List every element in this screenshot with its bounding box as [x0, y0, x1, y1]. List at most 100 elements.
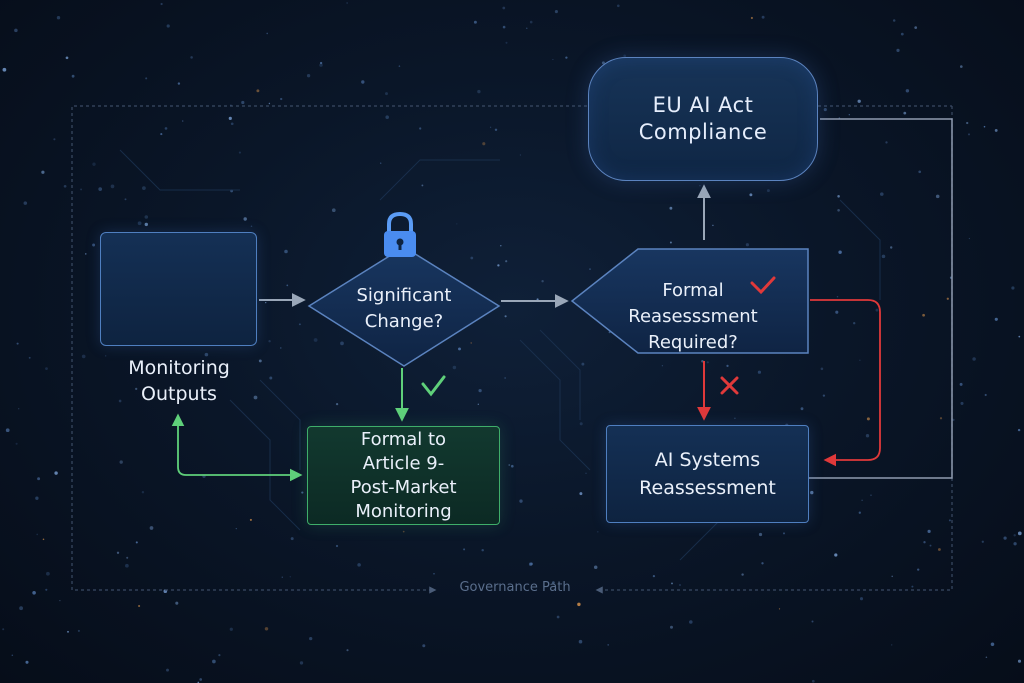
star-dot — [900, 32, 904, 36]
star-dot — [861, 499, 863, 502]
article-line-1: Formal to — [360, 428, 447, 450]
star-dot — [530, 562, 533, 566]
star-dot — [948, 519, 951, 522]
star-dot — [65, 56, 69, 60]
star-dot — [32, 591, 36, 595]
governance-loop-left — [71, 105, 587, 594]
cross-icon — [720, 376, 739, 395]
star-dot — [757, 370, 762, 374]
star-dot — [865, 434, 870, 438]
star-dot — [946, 297, 949, 300]
star-dot — [175, 601, 179, 605]
eu-node-line-1: EU AI Act — [652, 93, 754, 117]
star-dot — [966, 121, 969, 125]
star-dot — [596, 530, 599, 533]
star-dot — [2, 67, 7, 72]
star-dot — [59, 599, 61, 602]
star-dot — [422, 644, 426, 648]
star-dot — [385, 115, 389, 119]
star-dot — [124, 198, 127, 201]
star-dot — [286, 284, 289, 287]
star-dot — [81, 354, 86, 359]
star-dot — [241, 100, 245, 105]
checkmark-red-icon — [750, 276, 776, 295]
monitoring-outputs-icon-box — [100, 232, 257, 346]
star-dot — [837, 195, 840, 198]
star-dot — [866, 417, 870, 421]
star-dot — [505, 260, 508, 263]
star-dot — [903, 111, 907, 115]
star-dot — [494, 128, 498, 132]
star-dot — [761, 562, 764, 565]
star-dot — [952, 418, 955, 422]
star-dot — [984, 393, 987, 397]
star-dot — [994, 317, 998, 321]
star-dot — [766, 189, 770, 193]
star-dot — [160, 2, 163, 6]
star-dot — [470, 342, 472, 344]
star-dot — [15, 442, 18, 445]
reassess-line-2: Reassessment — [639, 477, 776, 499]
star-dot — [126, 556, 129, 559]
article-9-node: Formal to Article 9- Post-Market Monitor… — [307, 426, 500, 525]
star-dot — [164, 127, 168, 130]
star-dot — [166, 24, 170, 28]
star-dot — [669, 241, 672, 244]
star-dot — [228, 116, 232, 120]
star-dot — [750, 16, 753, 20]
star-dot — [529, 20, 533, 24]
star-dot — [885, 141, 888, 144]
star-dot — [92, 243, 96, 247]
star-dot — [18, 408, 20, 410]
star-dot — [452, 365, 457, 370]
star-dot — [782, 532, 786, 535]
star-dot — [960, 401, 964, 405]
star-dot — [357, 563, 361, 567]
star-dot — [510, 464, 514, 468]
star-dot — [421, 184, 424, 187]
star-dot — [859, 359, 861, 361]
eu-ai-act-node: EU AI Act Compliance — [588, 57, 818, 181]
star-dot — [505, 41, 508, 44]
star-dot — [994, 128, 998, 132]
star-dot — [504, 315, 507, 318]
ai-systems-reassessment-node: AI Systems Reassessment — [606, 425, 809, 523]
star-dot — [456, 223, 458, 225]
star-dot — [917, 568, 920, 571]
star-dot — [281, 576, 284, 578]
star-dot — [881, 254, 886, 259]
star-dot — [142, 186, 146, 190]
star-dot — [526, 27, 528, 29]
star-dot — [859, 597, 864, 601]
star-dot — [937, 548, 941, 551]
star-dot — [149, 526, 154, 530]
star-dot — [652, 574, 656, 578]
star-dot — [481, 548, 484, 552]
star-dot — [922, 313, 925, 317]
star-dot — [119, 460, 123, 464]
star-dot — [502, 25, 506, 29]
star-dot — [204, 352, 209, 357]
star-dot — [433, 573, 435, 575]
star-dot — [36, 533, 38, 536]
star-dot — [54, 471, 58, 475]
star-dot — [972, 357, 976, 361]
star-dot — [14, 28, 18, 33]
star-dot — [581, 362, 585, 366]
star-dot — [891, 575, 893, 578]
star-dot — [42, 538, 45, 541]
padlock-icon — [384, 211, 416, 257]
monitoring-outputs-label: Monitoring Outputs — [96, 354, 262, 408]
star-dot — [45, 588, 48, 591]
star-dot — [77, 629, 80, 632]
star-dot — [918, 170, 922, 174]
star-dot — [749, 193, 753, 197]
arrow-formal-loop-red — [810, 299, 881, 467]
significant-change-label: Significant Change? — [330, 282, 478, 336]
star-dot — [669, 206, 673, 210]
formal-reassessment-shape — [570, 248, 809, 354]
star-dot — [125, 563, 129, 568]
star-dot — [519, 154, 522, 156]
